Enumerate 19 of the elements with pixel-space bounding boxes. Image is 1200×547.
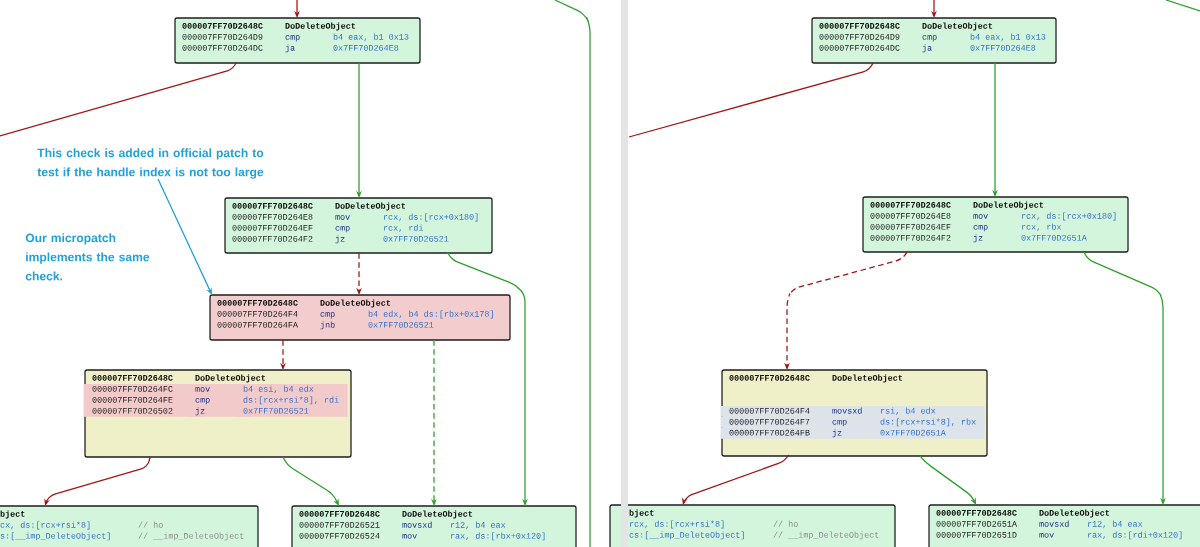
code-block: 000007FF70D2648C DoDeleteObject 000007FF70D264E8 mov rcx, ds:[rcx+0x180] 000007FF70D264EF cmp rcx, rdi 000007FF70D264F2 jz 0x7FF70D26521 [224,197,493,254]
code-block: 000007FF70D2648C DoDeleteObject 000007FF70D264D9 cmp b4 eax, b1 0x13 000007FF70D264DC ja 0x7FF70D264E8 [174,17,421,64]
arrow [44,456,151,506]
code-block: 000007FF70D2648C DoDeleteObject 000007FF70D26521 movsxd r12, b4 eax 000007FF70D26524 mov rax, ds:[rbx+0x120] [291,505,577,547]
code-block: 000007FF70D2648C DoDeleteObject 000007FF70D2651A movsxd r12, b4 eax 000007FF70D2651D mov rax, ds:[rdi+0x120] [928,504,1200,547]
code-block: 000007FF70D2648C DoDeleteObject 000007FF70D264D9 cmp b4 eax, b1 0x13 000007FF70D264DC ja 0x7FF70D264E8 [811,17,1057,64]
arrow [919,455,976,505]
code-block: 000007FF70D2648C DoDeleteObject 000007FF70D264F4 movsxd rsi, b4 edx 000007FF70D264F7 cmp ds:[rcx+rsi*8], rbx 000007FF70D264FB jz 0x7FF70D2651A [720,369,988,457]
arrow [282,456,339,506]
arrow [157,178,212,295]
annotation-text: This check is added in official patch to test if the handle index is not too large [37,148,264,179]
code-block: 000007FF70D2648C DoDeleteObject 000007FF70D264F4 cmp b4 edx, b4 ds:[rbx+0x178] 000007FF70D264FA jnb 0x7FF70D26521 [209,294,511,341]
annotation-text: Our micropatch implements the same check. [25,233,150,281]
code-block: bject rcx, ds:[rcx+rsi*8] // ho cs:[__imp_DeleteObject] // __imp_DeleteObject [609,504,896,547]
code-block: 000007FF70D2648C DoDeleteObject 000007FF70D264E8 mov rcx, ds:[rcx+0x180] 000007FF70D264EF cmp rcx, rbx 000007FF70D264F2 jz 0x7FF70D2651A [862,196,1129,253]
connector-line [0,61,237,137]
connector-line [628,62,874,138]
code-block: 000007FF70D2648C DoDeleteObject 000007FF70D264FC mov b4 esi, b4 edx 000007FF70D264FE cmp ds:[rcx+rsi*8], rdi 000007FF70D26502 jz 0x7FF70D26521 [83,369,352,458]
code-block: bject cx, ds:[rcx+rsi*8] // ho s:[__imp_DeleteObject] // __imp_DeleteObject [0,505,259,547]
